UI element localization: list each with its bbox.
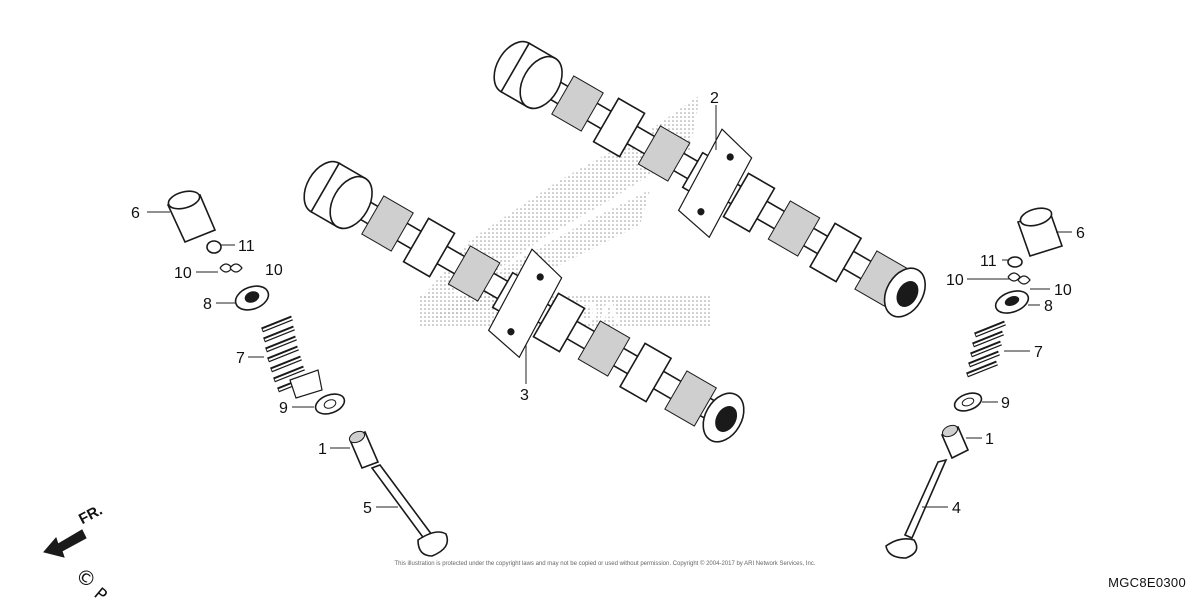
cam-sprocket-boss xyxy=(677,128,753,239)
camshaft-2[interactable] xyxy=(475,15,946,345)
valve-guide-left[interactable] xyxy=(348,429,380,470)
front-arrow-icon xyxy=(43,529,87,558)
callout-11-left[interactable]: 11 xyxy=(238,238,255,255)
spring-seat-left[interactable] xyxy=(313,390,347,417)
callout-7-left[interactable]: 7 xyxy=(236,350,245,367)
callout-5[interactable]: 5 xyxy=(363,500,372,517)
callout-4[interactable]: 4 xyxy=(952,500,961,517)
callout-9-right[interactable]: 9 xyxy=(1001,395,1010,412)
copyright-note: This illustration is protected under the… xyxy=(394,561,816,567)
callout-10-right-b[interactable]: 10 xyxy=(1054,282,1072,299)
callout-1-right[interactable]: 1 xyxy=(985,431,994,448)
valve-spring-right[interactable] xyxy=(966,320,1007,378)
cotter-right[interactable] xyxy=(1007,272,1031,285)
spring-seat-right[interactable] xyxy=(952,390,984,415)
callout-10-left-b[interactable]: 10 xyxy=(265,262,283,279)
leader-lines xyxy=(147,105,1072,508)
shim-left[interactable] xyxy=(206,240,222,254)
callout-2[interactable]: 2 xyxy=(710,90,719,107)
cotter-left[interactable] xyxy=(219,263,243,273)
callout-6-right[interactable]: 6 xyxy=(1076,225,1085,242)
tappet-left[interactable] xyxy=(166,188,217,244)
callout-6-left[interactable]: 6 xyxy=(131,205,140,222)
callout-8-right[interactable]: 8 xyxy=(1044,298,1053,315)
retainer-right[interactable] xyxy=(993,287,1032,317)
camshaft-3[interactable] xyxy=(285,135,765,470)
tappet-right[interactable] xyxy=(1016,205,1064,257)
callout-11-right[interactable]: 11 xyxy=(980,253,997,270)
callout-1-left[interactable]: 1 xyxy=(318,441,327,458)
callout-labels: 2 3 6 11 10 10 8 7 9 1 5 6 11 10 10 8 7 … xyxy=(131,90,1085,517)
retainer-left[interactable] xyxy=(232,282,271,314)
valve-guide-right[interactable] xyxy=(940,423,970,460)
diagram-code: MGC8E0300 xyxy=(1108,575,1186,590)
callout-9-left[interactable]: 9 xyxy=(279,400,288,417)
shim-right[interactable] xyxy=(1007,256,1023,268)
valve-right[interactable] xyxy=(885,458,948,559)
cam-sprocket-boss xyxy=(487,248,563,359)
callout-3[interactable]: 3 xyxy=(520,387,529,404)
callout-7-right[interactable]: 7 xyxy=(1034,344,1043,361)
callout-10-left-a[interactable]: 10 xyxy=(174,265,192,282)
callout-8-left[interactable]: 8 xyxy=(203,296,212,313)
valve-left[interactable] xyxy=(370,464,449,557)
valve-spring-left[interactable] xyxy=(261,315,323,399)
callout-10-right-a[interactable]: 10 xyxy=(946,272,964,289)
